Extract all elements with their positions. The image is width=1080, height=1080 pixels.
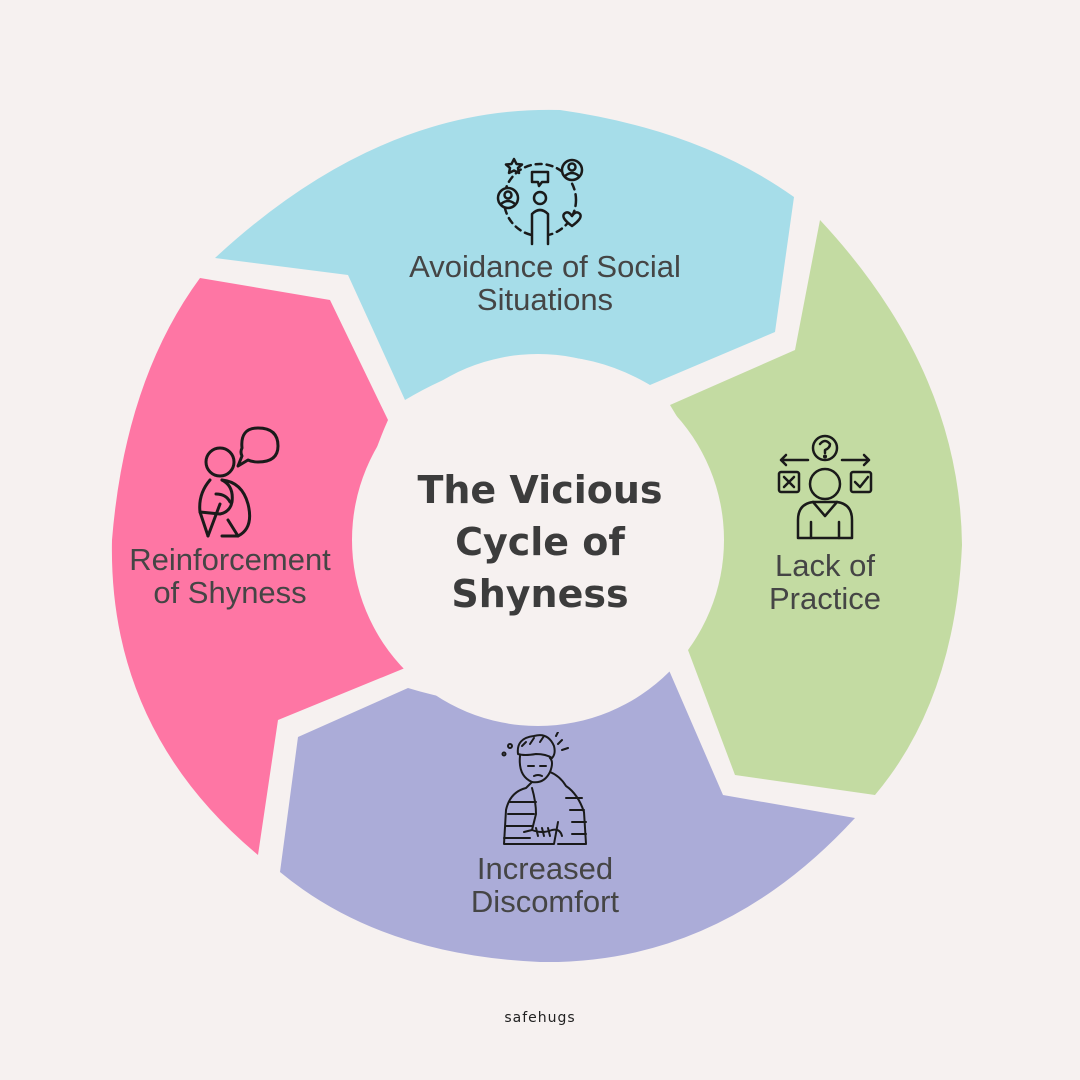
segment-practice: [670, 220, 962, 795]
label-avoidance-line-2: Situations: [476, 282, 614, 317]
label-discomfort-line-1: Increased: [476, 851, 614, 886]
title-line-2: Cycle of: [455, 520, 625, 564]
label-avoidance-line-1: Avoidance of Social: [409, 249, 681, 284]
label-reinforcement-line-1: Reinforcement: [129, 542, 331, 577]
center-circle: [352, 354, 724, 726]
label-discomfort-line-2: Discomfort: [470, 884, 620, 919]
stressed-person-icon: [501, 732, 587, 845]
label-practice: Lack of Practice: [725, 549, 925, 615]
title-line-3: Shyness: [451, 572, 629, 616]
label-practice-line-1: Lack of: [775, 548, 875, 583]
segment-avoidance: [215, 109, 794, 400]
sitting-person-speech-bubble-icon: [198, 426, 280, 538]
segment-reinforcement: [111, 278, 405, 855]
segment-discomfort: [280, 668, 855, 963]
social-network-person-icon: [496, 157, 584, 246]
label-avoidance: Avoidance of Social Situations: [345, 250, 745, 316]
title-line-1: The Vicious: [417, 468, 663, 512]
person-question-decision-icon: [777, 434, 873, 540]
diagram-title: The Vicious Cycle of Shyness: [370, 464, 710, 620]
label-discomfort: Increased Discomfort: [395, 852, 695, 918]
label-reinforcement-line-2: of Shyness: [153, 575, 307, 610]
label-reinforcement: Reinforcement of Shyness: [95, 543, 365, 609]
label-practice-line-2: Practice: [769, 581, 881, 616]
brand-logo: safehugs: [504, 1010, 576, 1026]
